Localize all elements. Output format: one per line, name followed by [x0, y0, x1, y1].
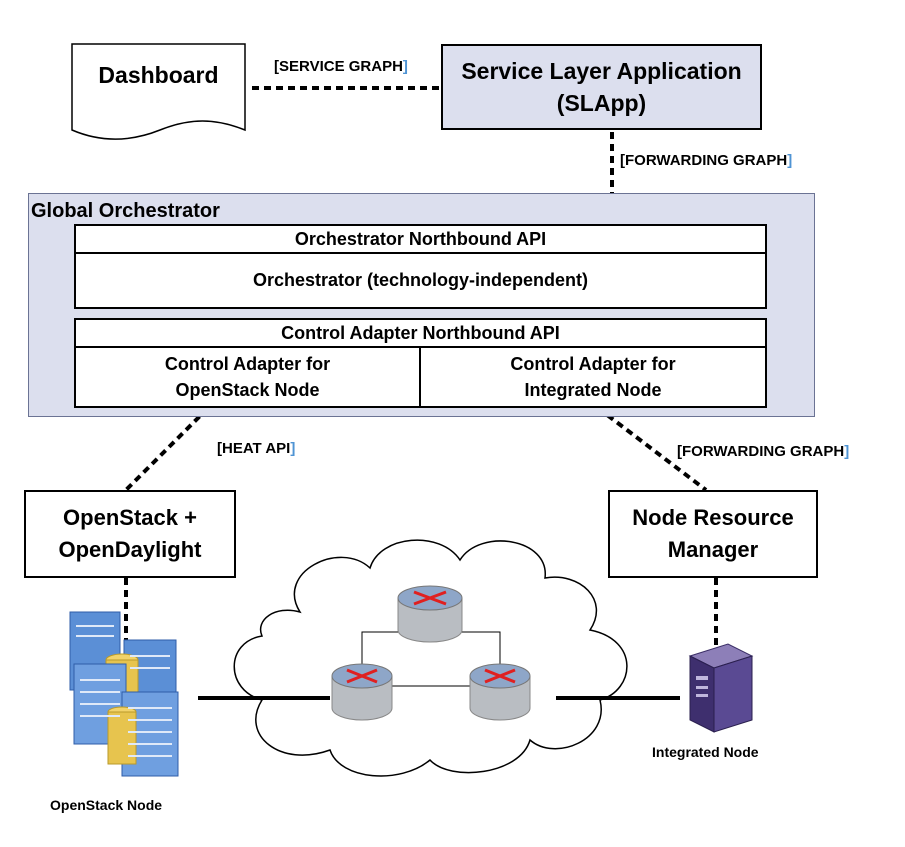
forwarding-graph-top-text: FORWARDING GRAPH: [625, 152, 788, 169]
control-adapter-openstack: Control Adapter for OpenStack Node: [74, 346, 421, 408]
forwarding-graph-top-label: [FORWARDING GRAPH]: [620, 152, 793, 169]
node-resource-manager-box: Node Resource Manager: [608, 490, 818, 578]
dashboard-label: Dashboard: [98, 62, 219, 88]
openstack-node-label: OpenStack Node: [50, 797, 163, 813]
forwarding-graph-bottom-label: [FORWARDING GRAPH]: [677, 443, 850, 460]
tower-server-icon: [688, 643, 754, 733]
service-graph-text: SERVICE GRAPH: [279, 58, 403, 75]
integrated-forwarding-connector: [596, 406, 708, 492]
slapp-title: Service Layer Application: [461, 58, 742, 84]
router-icon: [331, 663, 393, 721]
server-rack-icon: [69, 611, 179, 777]
router-icon: [397, 585, 463, 643]
nrm-box-line2: Manager: [667, 537, 759, 562]
heat-api-connector: [124, 406, 210, 492]
orchestrator-northbound-api: Orchestrator Northbound API: [74, 224, 767, 254]
slapp-subtitle: (SLApp): [556, 90, 647, 116]
adapter-integrated-line1: Control Adapter for: [510, 354, 676, 374]
adapter-openstack-line2: OpenStack Node: [175, 380, 320, 400]
openstack-box-line1: OpenStack +: [63, 505, 197, 530]
router-icon: [469, 663, 531, 721]
adapter-integrated-line2: Integrated Node: [524, 380, 662, 400]
dashboard-document-shape: [71, 43, 246, 140]
slapp-box: Service Layer Application (SLApp): [441, 44, 762, 130]
openstack-opendaylight-box: OpenStack + OpenDaylight: [24, 490, 236, 578]
control-adapter-integrated: Control Adapter for Integrated Node: [419, 346, 767, 408]
heat-api-label: [HEAT API]: [217, 440, 296, 457]
global-orchestrator-title: Global Orchestrator: [31, 200, 220, 222]
heat-api-text: HEAT API: [222, 440, 291, 457]
control-adapter-northbound-api: Control Adapter Northbound API: [74, 318, 767, 348]
service-graph-label: [SERVICE GRAPH]: [274, 58, 408, 75]
adapter-openstack-line1: Control Adapter for: [164, 354, 331, 374]
cloud-icon: [233, 539, 628, 777]
nrm-box-line1: Node Resource: [632, 505, 794, 530]
openstack-box-line2: OpenDaylight: [58, 537, 202, 562]
forwarding-graph-bottom-text: FORWARDING GRAPH: [682, 443, 845, 460]
orchestrator-core: Orchestrator (technology-independent): [74, 252, 767, 309]
integrated-node-label: Integrated Node: [652, 744, 759, 760]
